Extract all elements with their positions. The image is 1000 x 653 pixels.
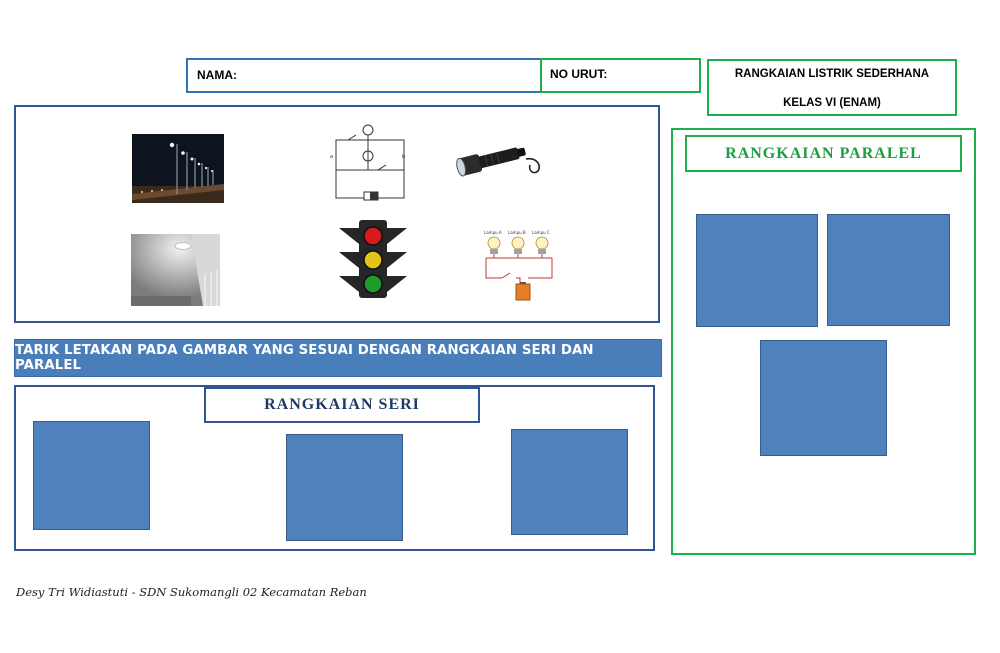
nama-label: NAMA: bbox=[197, 68, 237, 82]
paralel-drop-slot-2[interactable] bbox=[827, 214, 950, 326]
worksheet-title: RANGKAIAN LISTRIK SEDERHANA bbox=[734, 68, 930, 80]
seri-drop-slot-3[interactable] bbox=[511, 429, 628, 535]
instruction-banner: TARIK LETAKAN PADA GAMBAR YANG SESUAI DE… bbox=[14, 339, 662, 377]
nama-field[interactable]: NAMA: bbox=[186, 58, 542, 93]
lamp-circuit-icon: Lampu A Lampu B Lampu C bbox=[472, 226, 560, 308]
no-urut-label: NO URUT: bbox=[550, 67, 608, 81]
street-lights-image[interactable] bbox=[132, 134, 224, 203]
traffic-light-image[interactable] bbox=[337, 218, 409, 299]
lamp-c-label: Lampu C bbox=[532, 230, 550, 235]
flashlight-image[interactable] bbox=[452, 135, 544, 181]
lamp-circuit-image[interactable]: Lampu A Lampu B Lampu C bbox=[472, 226, 560, 308]
seri-title-box: RANGKAIAN SERI bbox=[204, 387, 480, 423]
worksheet-title-box: RANGKAIAN LISTRIK SEDERHANA KELAS VI (EN… bbox=[707, 59, 957, 116]
paralel-drop-slot-3[interactable] bbox=[760, 340, 887, 456]
street-lights-icon bbox=[132, 134, 224, 203]
traffic-light-icon bbox=[337, 218, 409, 299]
class-label: KELAS VI (ENAM) bbox=[783, 97, 881, 109]
lamp-b-label: Lampu B bbox=[508, 230, 526, 235]
seri-title: RANGKAIAN SERI bbox=[264, 396, 420, 413]
ceiling-lamp-icon bbox=[131, 234, 220, 306]
seri-drop-slot-2[interactable] bbox=[286, 434, 403, 541]
author-credit: Desy Tri Widiastuti - SDN Sukomangli 02 … bbox=[16, 585, 367, 599]
ceiling-lamp-image[interactable] bbox=[131, 234, 220, 306]
seri-drop-slot-1[interactable] bbox=[33, 421, 150, 530]
svg-text:a: a bbox=[330, 154, 333, 160]
svg-text:b: b bbox=[402, 154, 405, 160]
no-urut-field[interactable]: NO URUT: bbox=[540, 58, 701, 93]
paralel-title: RANGKAIAN PARALEL bbox=[725, 144, 922, 162]
paralel-drop-slot-1[interactable] bbox=[696, 214, 818, 327]
flashlight-icon bbox=[452, 135, 544, 181]
lamp-a-label: Lampu A bbox=[484, 230, 502, 235]
paralel-title-box: RANGKAIAN PARALEL bbox=[685, 135, 962, 172]
